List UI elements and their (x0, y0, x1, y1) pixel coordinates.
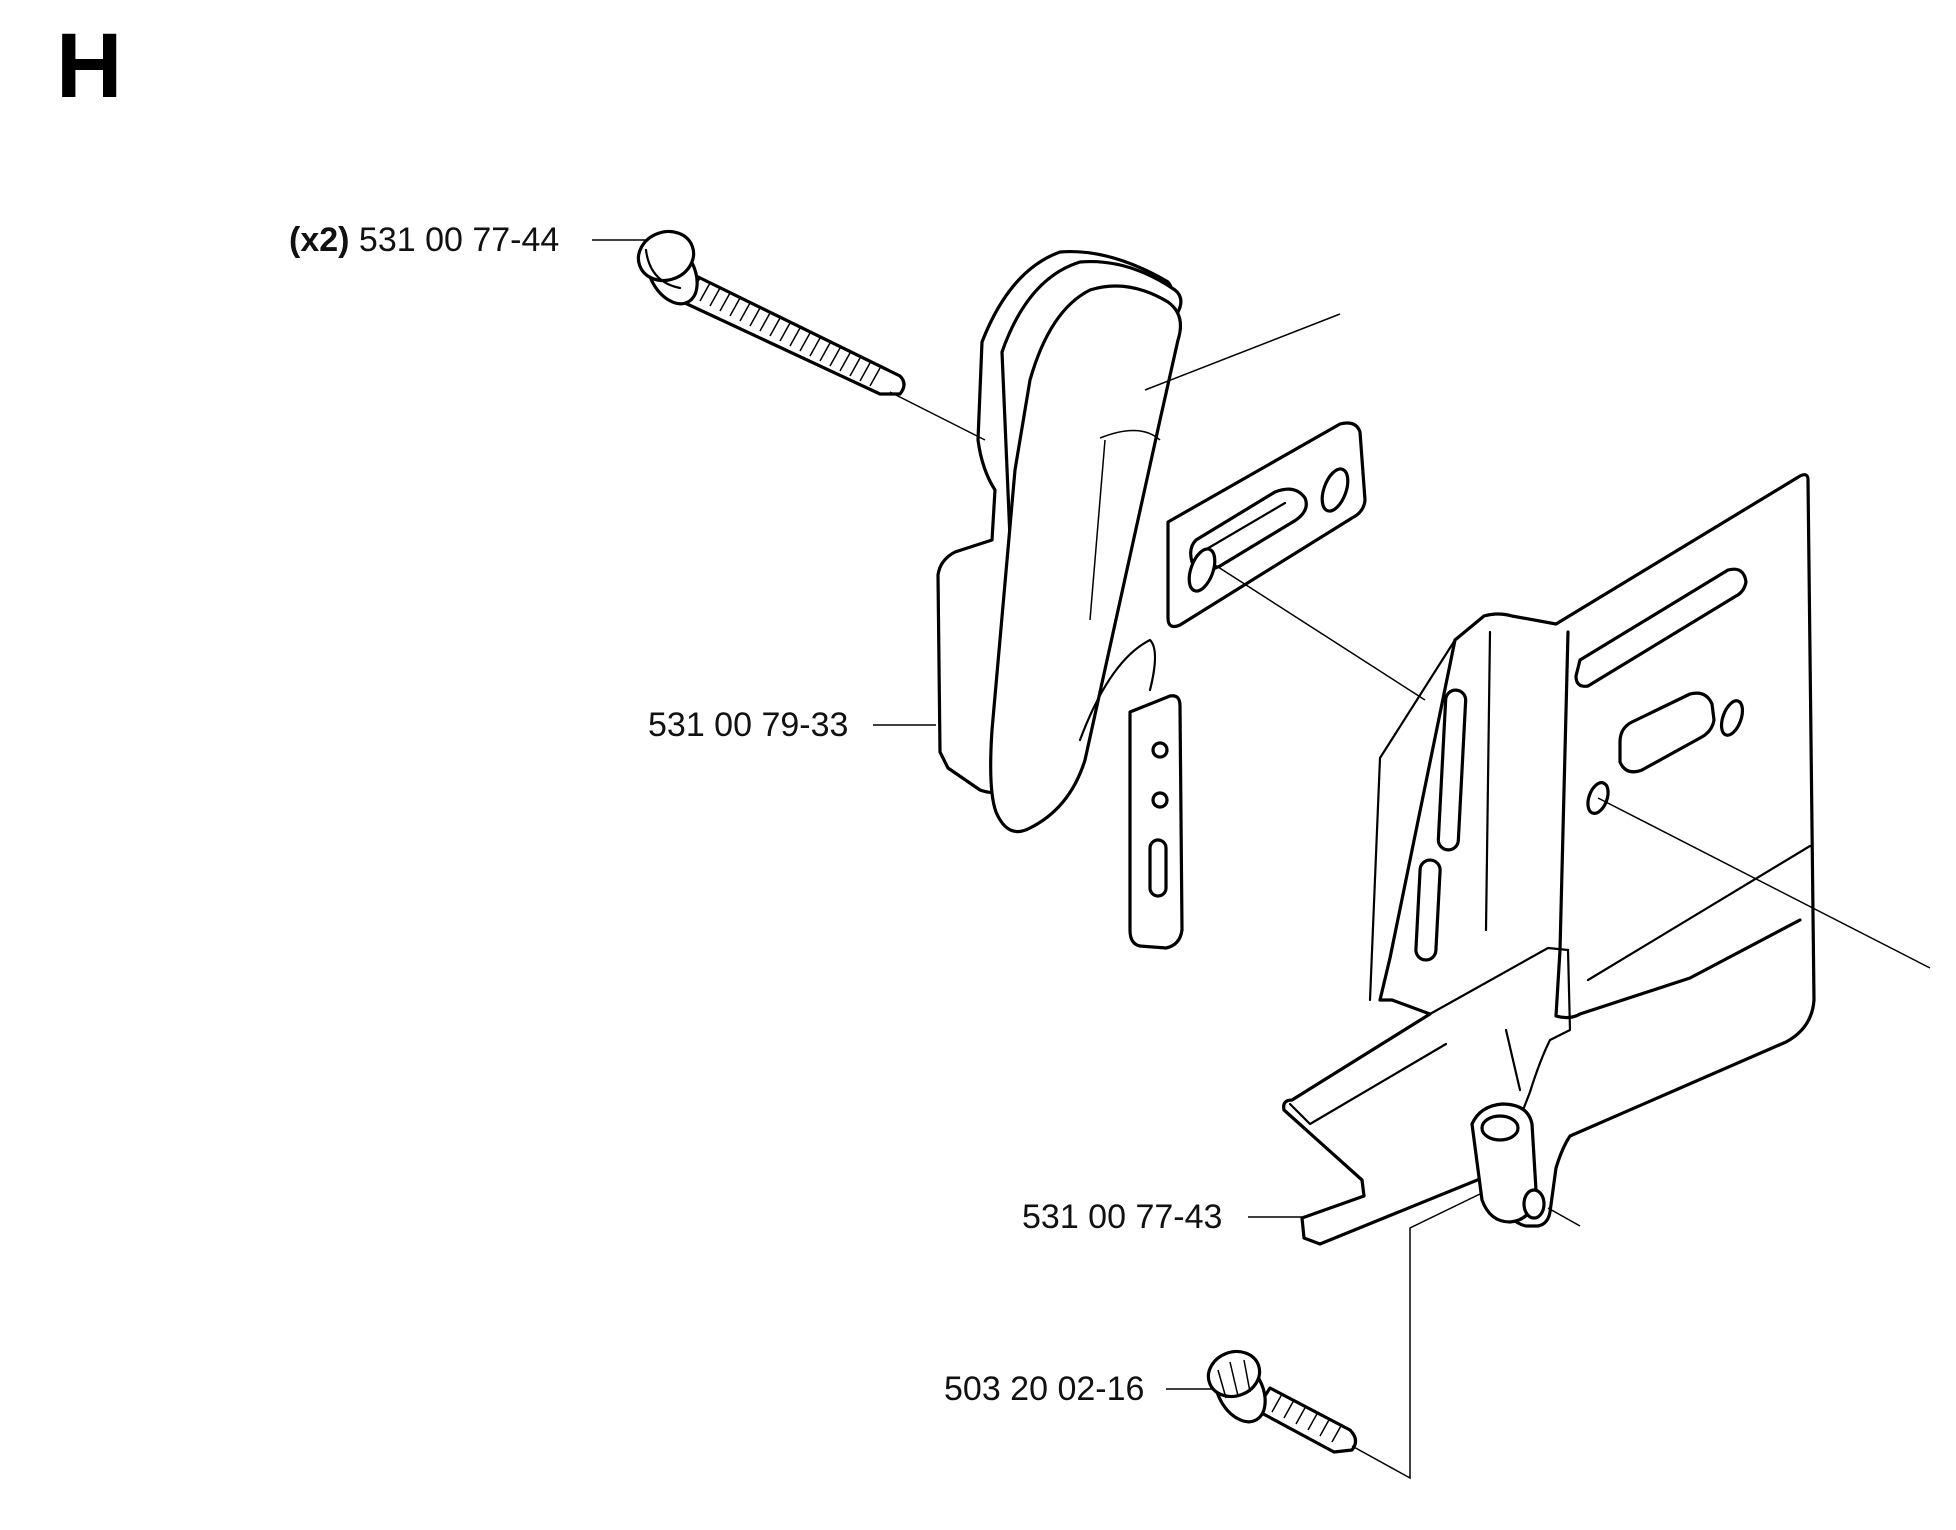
callout-bolt-short: 503 20 02-16 (944, 1372, 1144, 1406)
heat-shield-part (1282, 473, 1816, 1246)
muffler-part (936, 249, 1367, 950)
callout-part-number: 503 20 02-16 (944, 1370, 1145, 1408)
long-bolt-part (636, 229, 906, 396)
callout-part-number: 531 00 79-33 (648, 706, 849, 744)
leader-lines (592, 239, 1931, 1480)
section-letter: H (56, 15, 123, 117)
callout-heat-shield: 531 00 77-43 (1022, 1200, 1222, 1234)
callout-qty: (x2) (289, 221, 350, 259)
callout-part-number: 531 00 77-44 (358, 221, 560, 259)
callout-part-number: 531 00 77-43 (1022, 1198, 1223, 1236)
short-bolt-part (1206, 1349, 1358, 1454)
callout-bolt-long: (x2) 531 00 77-44 (289, 223, 559, 257)
callout-muffler: 531 00 79-33 (648, 708, 848, 742)
